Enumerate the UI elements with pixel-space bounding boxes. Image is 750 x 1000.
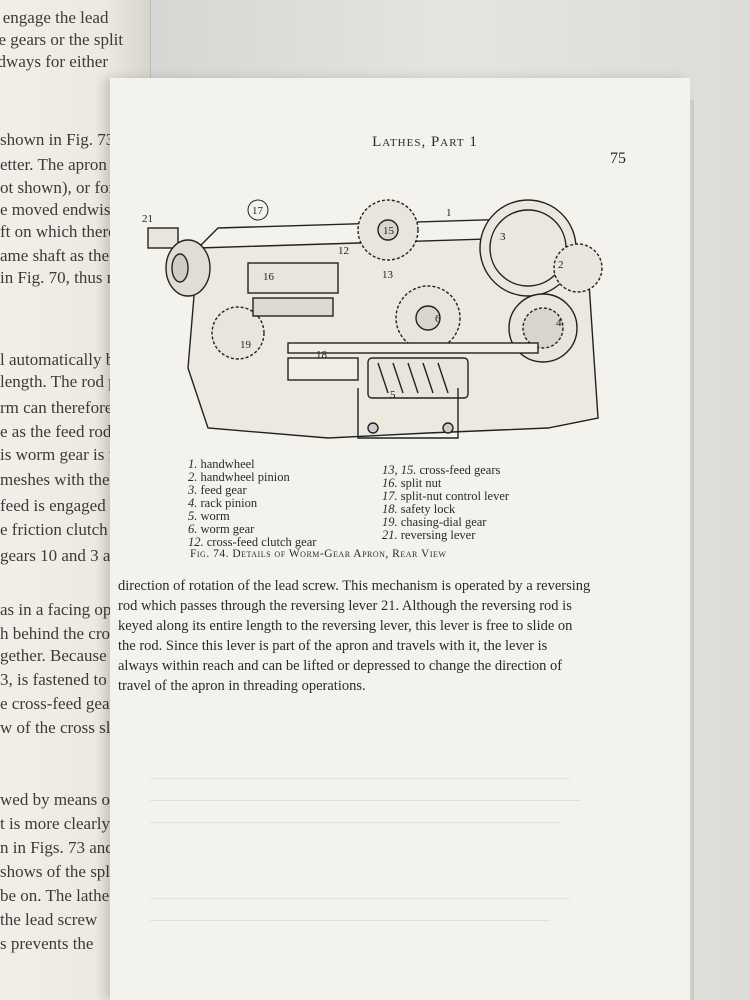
- left-page-line: etter. The apron may: [0, 155, 141, 174]
- callout-16: 16: [263, 271, 275, 283]
- legend-item: 21. reversing lever: [382, 528, 476, 542]
- left-page-line: n in Figs. 73 and: [0, 838, 114, 857]
- left-page-line: wed by means of the: [0, 790, 141, 809]
- callout-15: 15: [383, 225, 395, 237]
- left-page-line: feed is engaged by: [0, 496, 127, 515]
- left-page-line: shows of the split: [0, 862, 120, 881]
- body-paragraph: direction of rotation of the lead screw.…: [118, 576, 618, 696]
- left-page-line: edways for either: [0, 52, 109, 71]
- body-line: rod which passes through the reversing l…: [118, 598, 572, 614]
- left-page-line: ame shaft as the rack: [0, 246, 143, 265]
- left-page-line: be on. The lathe: [0, 886, 110, 905]
- figure-caption: Fig. 74. Details of Worm-Gear Apron, Rea…: [190, 548, 447, 560]
- legend-item: 19. chasing-dial gear: [382, 515, 487, 529]
- body-line: the rod. Since this lever is part of the…: [118, 638, 548, 654]
- left-page-line: e cross-feed gear 15: [0, 694, 137, 713]
- left-page-line: n engage the lead: [0, 8, 109, 27]
- legend-right-column: 13, 15. cross-feed gears 16. split nut 1…: [382, 464, 509, 542]
- legend-item: 2. handwheel pinion: [188, 470, 290, 484]
- callout-18: 18: [316, 349, 328, 361]
- left-page-line: ft on which there is a: [0, 222, 144, 241]
- legend-item: 12. cross-feed clutch gear: [188, 535, 317, 549]
- running-head: Lathes, Part 1: [372, 134, 478, 150]
- left-page-line: e moved endwise by: [0, 200, 140, 219]
- apron-illustration: 21 17 15 1 3 2 4 12 13 16 6 19 18 5: [142, 199, 603, 439]
- callout-17: 17: [252, 205, 264, 217]
- left-page-line: 3, is fastened to the: [0, 670, 132, 689]
- body-line: travel of the apron in threading operati…: [118, 678, 366, 694]
- callout-2: 2: [558, 259, 564, 271]
- body-line: keyed along its entire length to the rev…: [118, 618, 573, 634]
- left-page-line: gether. Because the: [0, 646, 132, 665]
- body-line: always within reach and can be lifted or…: [118, 658, 563, 674]
- page-edge: [688, 100, 694, 1000]
- callout-13: 13: [382, 269, 394, 281]
- left-page-line: ot shown), or for: [0, 178, 115, 197]
- callout-5: 5: [390, 389, 396, 401]
- legend-item: 4. rack pinion: [188, 496, 258, 510]
- left-page-line: he gears or the split: [0, 30, 124, 49]
- callout-1: 1: [446, 207, 452, 219]
- legend-left-column: 1. handwheel 2. handwheel pinion 3. feed…: [188, 458, 316, 549]
- callout-21: 21: [142, 213, 153, 225]
- page-number: 75: [610, 150, 626, 167]
- callout-12: 12: [338, 245, 349, 257]
- legend-item: 16. split nut: [382, 476, 442, 490]
- legend-item: 17. split-nut control lever: [382, 489, 510, 503]
- legend-item: 18. safety lock: [382, 502, 456, 516]
- legend-item: 3. feed gear: [188, 483, 247, 497]
- legend-item: 13, 15. cross-feed gears: [382, 463, 501, 477]
- left-page-line: the lead screw: [0, 910, 98, 929]
- book-page: Lathes, Part 1 75: [110, 78, 690, 1000]
- legend-item: 1. handwheel: [188, 457, 255, 471]
- body-line: direction of rotation of the lead screw.…: [118, 578, 591, 594]
- callout-19: 19: [240, 339, 252, 351]
- left-page-line: s prevents the: [0, 934, 94, 953]
- legend-item: 5. worm: [188, 509, 230, 523]
- callout-4: 4: [556, 317, 562, 329]
- callout-3: 3: [500, 231, 506, 243]
- left-page-line: shown in Fig. 73.: [0, 130, 119, 149]
- left-page-line: w of the cross slide: [0, 718, 132, 737]
- callout-6: 6: [435, 313, 441, 325]
- legend-item: 6. worm gear: [188, 522, 255, 536]
